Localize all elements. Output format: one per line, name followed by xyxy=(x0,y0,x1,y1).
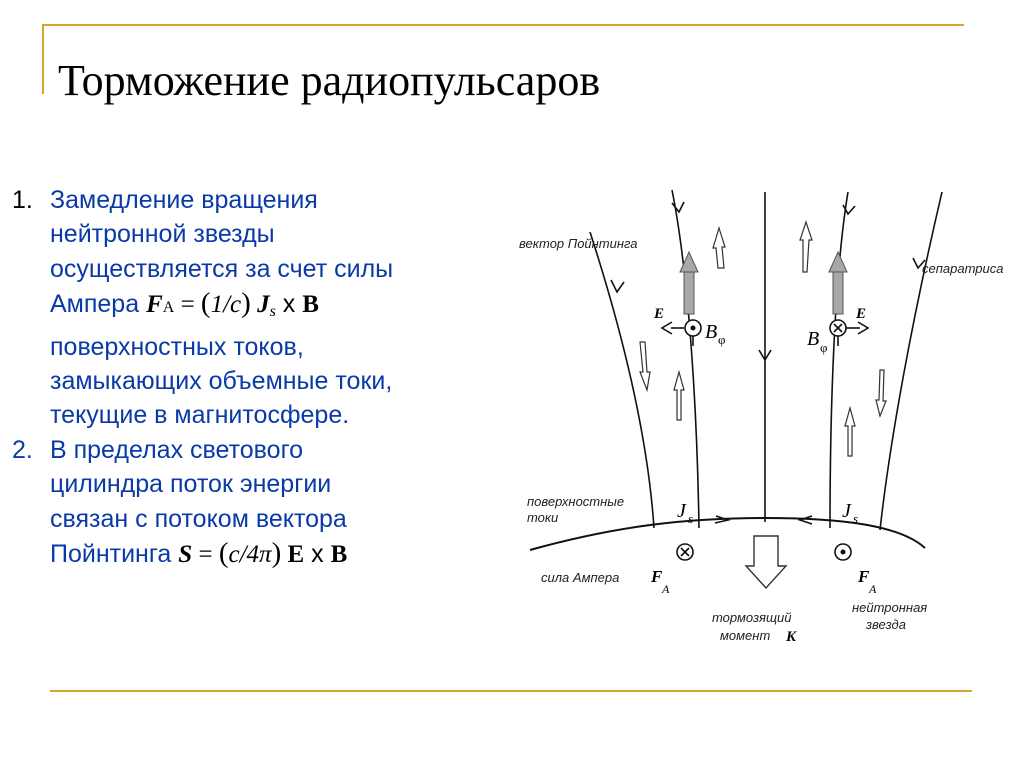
formula-prefix: Ампера xyxy=(50,290,147,319)
text-line: связан с потоком вектора xyxy=(50,504,347,533)
list-item-2: 2. В пределах светового цилиндра поток э… xyxy=(12,433,527,573)
inner-right-field-line xyxy=(829,191,849,529)
text-line: осуществляется за счет силы xyxy=(50,254,394,283)
torque-label-2: момент xyxy=(720,628,770,643)
torque-label-1: тормозящий xyxy=(712,610,792,625)
svg-text:A: A xyxy=(868,582,877,596)
formula-prefix: Пойнтинга xyxy=(50,540,179,569)
fa-symbol-right: F xyxy=(857,567,870,586)
list-item-1: 1. Замедление вращения нейтронной звезды… xyxy=(12,183,527,433)
svg-text:s: s xyxy=(688,511,693,526)
text-line: замыкающих объемные токи, xyxy=(50,367,393,396)
ampere-force-markers xyxy=(676,543,852,561)
star-surface xyxy=(529,516,926,551)
separatrix-label: сепаратриса xyxy=(922,261,1003,276)
e-field-symbol-left: E xyxy=(653,306,664,322)
text-line: В пределах светового xyxy=(50,435,304,464)
poynting-vectors xyxy=(679,250,848,315)
poynting-vector-label: вектор Пойнтинга xyxy=(519,236,638,251)
e-field-symbol-right: E xyxy=(855,306,866,322)
surface-currents-label-2: токи xyxy=(527,510,558,525)
torque-arrow xyxy=(744,535,788,590)
text-line: текущие в магнитосфере. xyxy=(50,401,350,430)
slide-body: 1. Замедление вращения нейтронной звезды… xyxy=(12,183,527,572)
slide-title: Торможение радиопульсаров xyxy=(58,56,601,105)
svg-text:φ: φ xyxy=(718,332,726,347)
ampere-formula: FA = (1/c) Js x B xyxy=(146,287,319,321)
inner-left-field-line xyxy=(671,189,700,529)
neutron-star-label-2: звезда xyxy=(865,617,906,632)
left-accent-bar xyxy=(42,24,44,94)
separatrix-left xyxy=(589,231,655,529)
separatrix-right xyxy=(879,191,943,531)
item-number: 2. xyxy=(12,435,33,464)
current-arrow-left xyxy=(714,515,731,524)
field-lines xyxy=(589,189,943,531)
svg-text:s: s xyxy=(853,511,858,526)
ampere-force-label: сила Ампера xyxy=(541,570,619,585)
neutron-star-label-1: нейтронная xyxy=(852,600,927,615)
current-arrow-right xyxy=(797,515,813,525)
text-line: нейтронной звезды xyxy=(50,220,275,249)
pulsar-braking-diagram: вектор Пойнтинга сепаратриса поверхностн… xyxy=(519,189,1003,645)
b-phi-symbol-left: B xyxy=(705,321,717,343)
top-rule xyxy=(42,24,964,26)
bottom-rule xyxy=(50,690,972,692)
js-symbol-left: J xyxy=(677,500,687,522)
text-line: поверхностных токов, xyxy=(50,332,304,361)
poynting-formula-line: Пойнтинга S = (c/4π) E x B xyxy=(50,536,527,572)
fa-symbol-left: F xyxy=(650,567,663,586)
b-field-markers xyxy=(660,319,870,346)
ampere-formula-line: Ампера FA = (1/c) Js x B xyxy=(50,286,527,329)
surface-currents-label-1: поверхностные xyxy=(527,494,624,509)
torque-symbol: K xyxy=(785,629,797,645)
text-line: цилиндра поток энергии xyxy=(50,470,332,499)
item-number: 1. xyxy=(12,186,33,214)
current-flow-arrows xyxy=(639,220,887,457)
text-line: Замедление вращения xyxy=(50,186,318,214)
b-phi-symbol-right: B xyxy=(807,328,819,350)
poynting-formula: S = (c/4π) E x B xyxy=(178,537,348,570)
svg-text:φ: φ xyxy=(820,340,828,355)
field-line-arrows xyxy=(610,201,926,362)
js-symbol-right: J xyxy=(842,500,852,522)
svg-text:A: A xyxy=(661,582,670,596)
